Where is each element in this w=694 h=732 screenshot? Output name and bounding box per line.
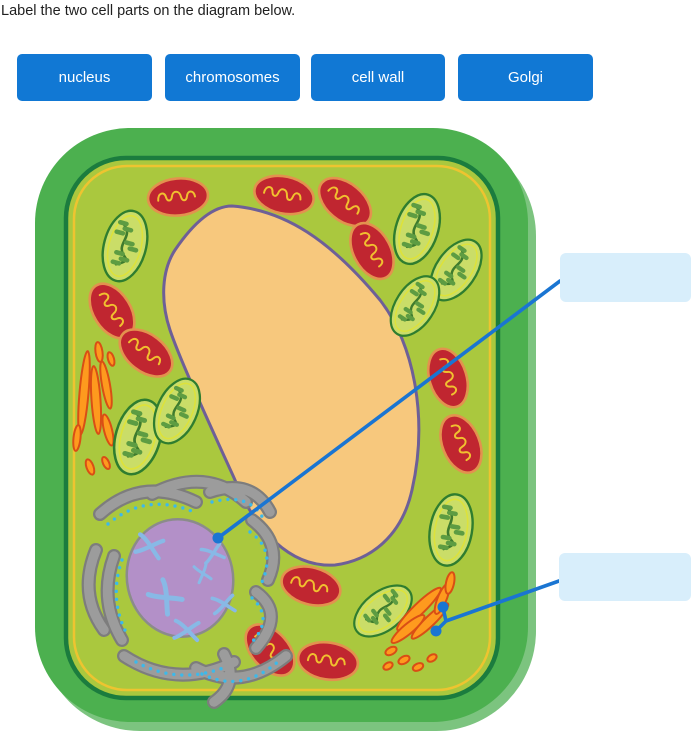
smooth-er: [72, 341, 116, 476]
leader-dot-2b: [430, 625, 442, 637]
word-bank-button-nucleus[interactable]: nucleus: [17, 54, 152, 101]
word-bank-button-cell-wall[interactable]: cell wall: [311, 54, 445, 101]
central-vacuole: [162, 204, 421, 567]
leader-line-1: [216, 279, 562, 540]
rough-er: [81, 474, 293, 709]
cell-membrane: [63, 155, 501, 701]
answer-dropzone-1[interactable]: [560, 253, 691, 302]
question-prompt: Label the two cell parts on the diagram …: [1, 3, 296, 19]
golgi-apparatus: [382, 571, 456, 672]
word-bank-button-chromosomes[interactable]: chromosomes: [165, 54, 300, 101]
leader-lines: [212, 279, 562, 637]
cell-membrane-inner-line: [72, 164, 492, 692]
ribosomes: [106, 497, 282, 684]
answer-dropzone-2[interactable]: [559, 553, 691, 601]
word-bank-button-golgi[interactable]: Golgi: [458, 54, 593, 101]
leader-dot-1: [212, 532, 224, 544]
leader-dot-2a: [437, 601, 449, 613]
